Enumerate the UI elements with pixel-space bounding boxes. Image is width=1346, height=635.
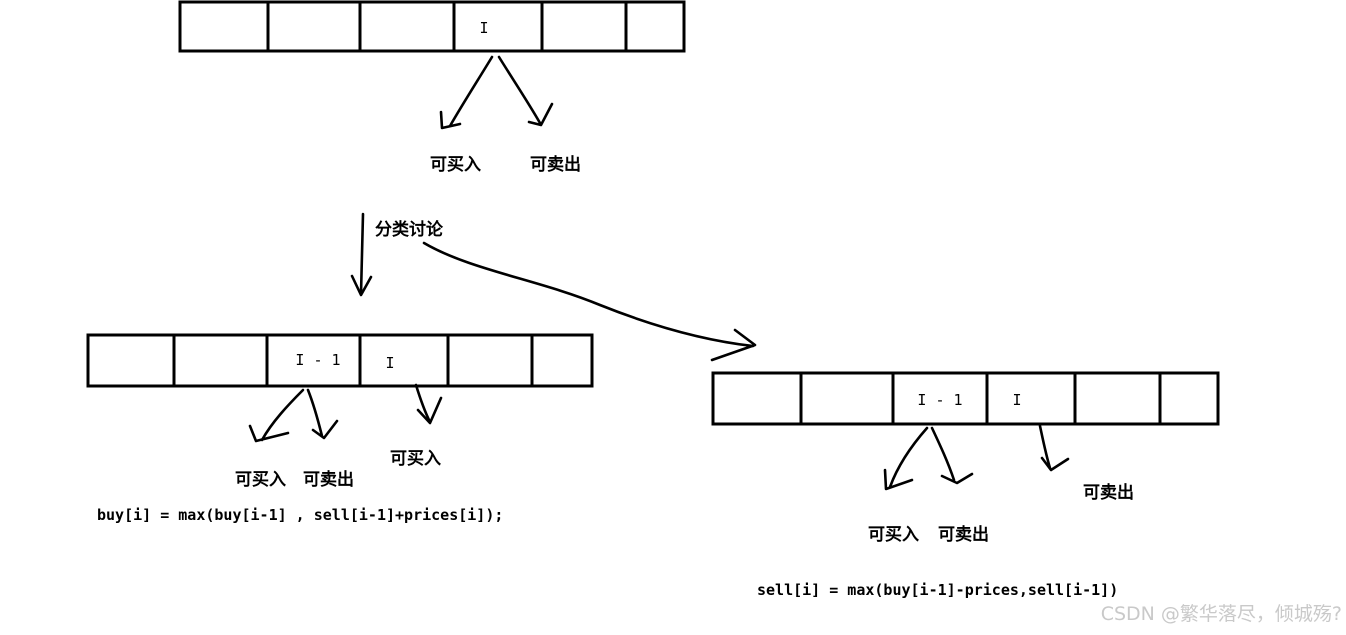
array-cell [265,333,362,388]
arrow-head [350,274,373,297]
array-cell [86,333,176,388]
arrow-head [416,396,443,425]
cell-label-i: I [385,354,394,372]
cell-label-i-minus-1: I - 1 [295,351,340,369]
right-label-sell-i: 可卖出 [1083,482,1134,503]
arrow-head [883,468,914,491]
left-label-buy-i: 可买入 [390,449,441,469]
arrow-shaft [359,212,365,296]
array-cell [452,0,544,53]
right-label-buy: 可买入 [868,525,919,545]
array-cell [172,333,269,388]
array-cell [178,0,270,53]
arrow-head [940,472,974,485]
array-cell [799,371,895,426]
left-array: I - 1 I [86,333,594,388]
arrow-head [439,110,462,130]
arrow-head [311,419,339,440]
array-cell [266,0,362,53]
array-cell [540,0,628,53]
array-cell [1158,371,1220,426]
split-label: 分类讨论 [375,219,444,240]
arrow-shaft [1038,424,1052,470]
left-label-buy: 可买入 [235,470,286,490]
arrow-shaft [260,388,305,442]
array-cell [624,0,686,53]
cell-label-i: I [1012,391,1021,409]
array-cell [985,371,1077,426]
arrow-head [710,328,757,362]
arrow-head [248,424,290,443]
left-branch-arrows [248,383,443,443]
array-cell [446,333,534,388]
arrow-shaft [448,55,494,128]
array-cell [358,0,456,53]
top-label-buy: 可买入 [430,155,481,175]
arrow-shaft [497,55,542,125]
arrow-shaft [414,383,432,424]
arrow-shaft [888,426,929,489]
right-label-sell: 可卖出 [938,524,989,545]
array-cell [711,371,803,426]
split-arrows [350,212,757,362]
arrow-head [527,102,554,127]
arrow-shaft [306,388,324,438]
arrow-shaft [930,426,956,482]
sell-formula: sell[i] = max(buy[i-1]-prices,sell[i-1]) [757,581,1118,599]
top-array: I [178,0,686,53]
left-label-sell: 可卖出 [303,469,354,490]
arrow-shaft [422,241,755,348]
top-branch-arrows [439,55,554,130]
buy-formula: buy[i] = max(buy[i-1] , sell[i-1]+prices… [97,506,503,524]
watermark: CSDN @繁华落尽，倾城殇? [1101,603,1342,625]
array-cell [358,333,450,388]
array-cell [1073,371,1162,426]
right-array: I - 1 I [711,371,1220,426]
cell-label-i: I [479,19,488,37]
arrow-head [1040,456,1070,472]
top-label-sell: 可卖出 [530,154,581,175]
right-branch-arrows [883,424,1070,491]
array-cell [530,333,594,388]
array-cell [891,371,989,426]
cell-label-i-minus-1: I - 1 [917,391,962,409]
